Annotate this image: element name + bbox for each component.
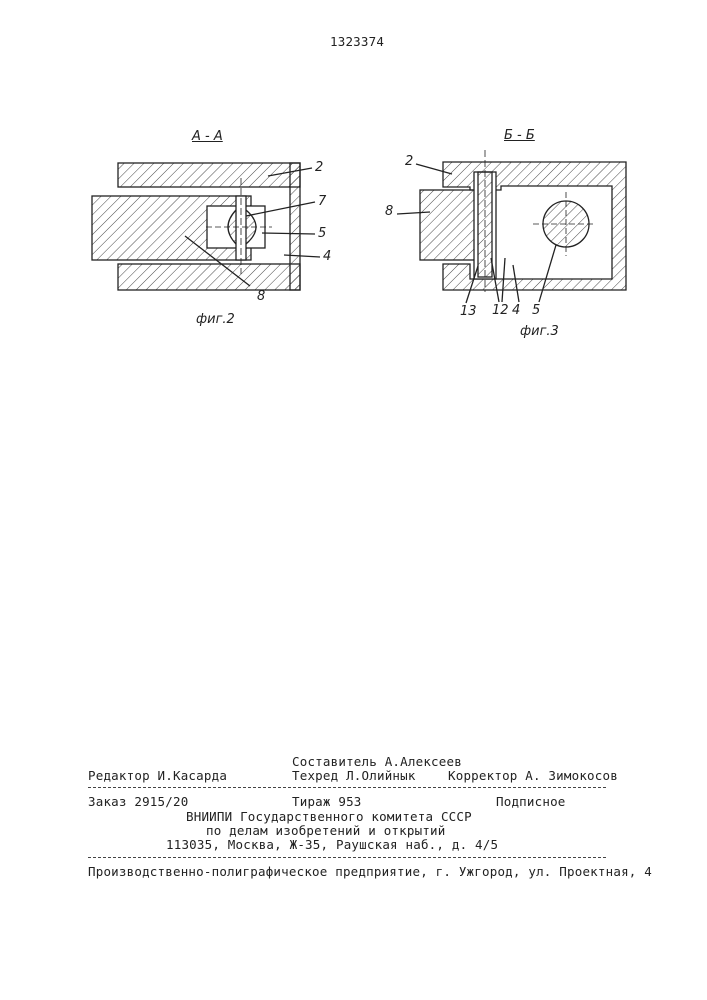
org-line-2: по делам изобретений и открытий <box>206 823 446 838</box>
address-line: 113035, Москва, Ж-35, Раушская наб., д. … <box>166 837 498 852</box>
fig2-drawing <box>92 163 320 290</box>
techred-line: Техред Л.Олийнык <box>292 768 416 783</box>
compiler-line: Составитель А.Алексеев <box>292 754 462 769</box>
fig3-drawing <box>397 150 626 303</box>
printer-line: Производственно-полиграфическое предприя… <box>88 864 652 879</box>
divider-1 <box>88 787 606 788</box>
corrector-line: Корректор А. Зимокосов <box>448 768 618 783</box>
editor-line: Редактор И.Касарда <box>88 768 227 783</box>
divider-2 <box>88 857 606 858</box>
order-line: Заказ 2915/20 <box>88 794 188 809</box>
subscription-line: Подписное <box>496 794 566 809</box>
print-run-line: Тираж 953 <box>292 794 362 809</box>
org-line-1: ВНИИПИ Государственного комитета СССР <box>186 809 472 824</box>
